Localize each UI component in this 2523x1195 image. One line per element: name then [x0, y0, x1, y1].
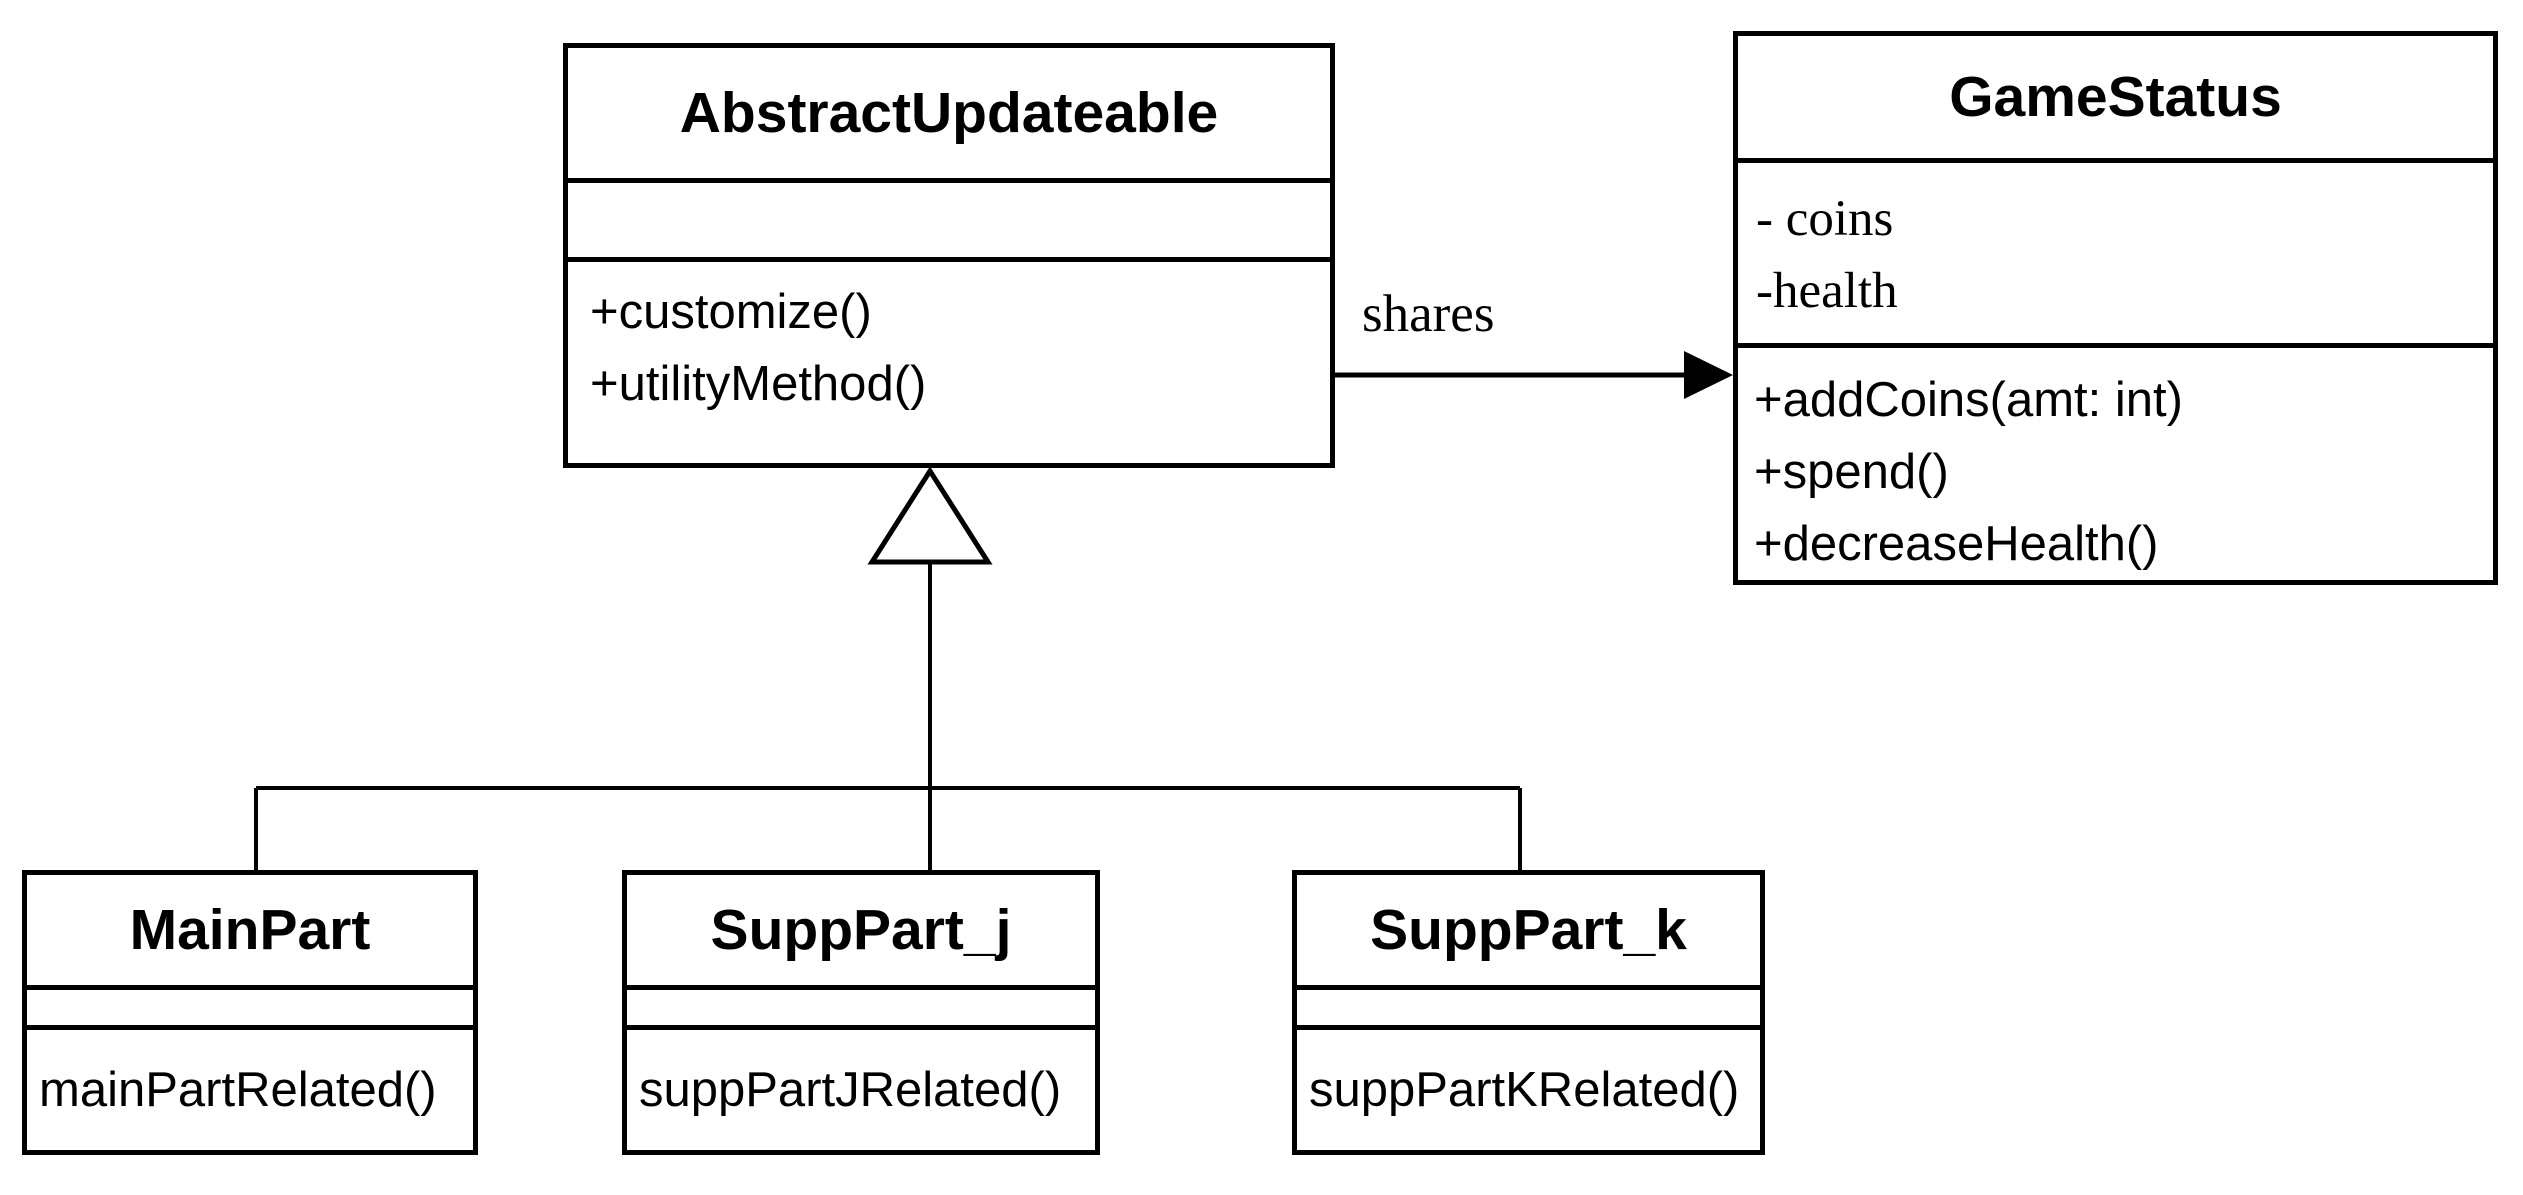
method-item: suppPartKRelated()	[1309, 1063, 1740, 1117]
method-item: +decreaseHealth()	[1754, 517, 2159, 571]
methods-compartment: +addCoins(amt: int) +spend() +decreaseHe…	[1738, 343, 2493, 580]
class-name: SuppPart_j	[710, 898, 1012, 962]
attributes-compartment: - coins -health	[1738, 157, 2493, 343]
method-item: +spend()	[1754, 445, 1949, 499]
methods-compartment: suppPartKRelated()	[1297, 1025, 1760, 1150]
attributes-compartment-empty	[1297, 985, 1760, 1025]
class-name: GameStatus	[1949, 64, 2282, 129]
class-name: AbstractUpdateable	[679, 81, 1219, 145]
methods-compartment: mainPartRelated()	[27, 1025, 473, 1150]
attribute-item: - coins	[1756, 190, 1894, 247]
inheritance-triangle-icon	[867, 466, 993, 565]
class-box-mainpart: MainPart mainPartRelated()	[22, 870, 478, 1155]
attributes-compartment-empty	[27, 985, 473, 1025]
class-box-gamestatus: GameStatus - coins -health +addCoins(amt…	[1733, 31, 2498, 585]
method-item: +utilityMethod()	[590, 357, 927, 411]
shares-arrowhead-icon	[1684, 351, 1733, 399]
methods-compartment: +customize() +utilityMethod()	[568, 257, 1330, 463]
method-item: suppPartJRelated()	[639, 1063, 1062, 1117]
class-box-supppart-j: SuppPart_j suppPartJRelated()	[622, 870, 1100, 1155]
attributes-compartment-empty	[568, 178, 1330, 257]
method-item: +addCoins(amt: int)	[1754, 373, 2183, 427]
method-item: mainPartRelated()	[39, 1063, 437, 1117]
shares-label: shares	[1362, 285, 1495, 343]
method-item: +customize()	[590, 285, 872, 339]
attributes-compartment-empty	[627, 985, 1095, 1025]
class-box-supppart-k: SuppPart_k suppPartKRelated()	[1292, 870, 1765, 1155]
class-name: MainPart	[129, 898, 371, 962]
methods-compartment: suppPartJRelated()	[627, 1025, 1095, 1150]
class-name: SuppPart_k	[1370, 898, 1687, 962]
class-box-abstractupdateable: AbstractUpdateable +customize() +utility…	[563, 43, 1335, 468]
attribute-item: -health	[1756, 262, 1898, 319]
